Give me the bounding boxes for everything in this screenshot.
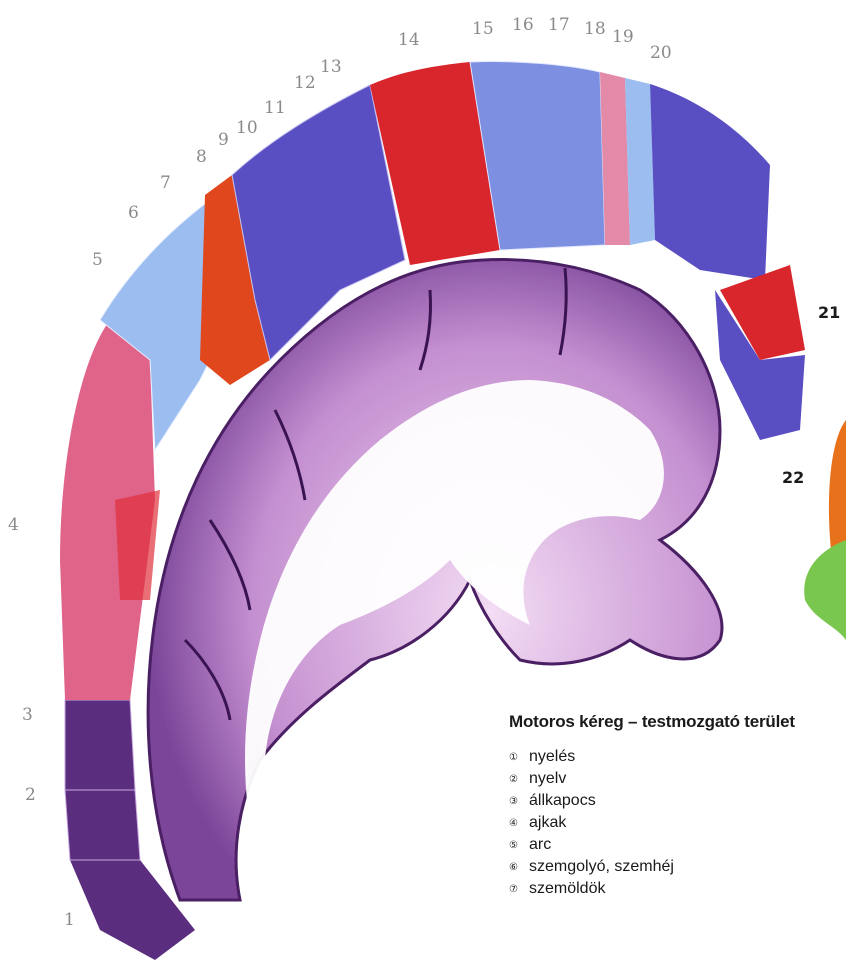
legend-item-label: ajkak <box>529 814 566 831</box>
region-3-segment <box>65 700 135 790</box>
region-number-4: 4 <box>8 515 19 535</box>
legend-item-label: szemgolyó, szemhéj <box>529 858 674 875</box>
legend-item-number: ⑤ <box>509 835 529 856</box>
region-number-11: 11 <box>264 98 286 118</box>
region-number-1: 1 <box>64 910 75 930</box>
region-number-6: 6 <box>128 203 139 223</box>
region-number-5: 5 <box>92 250 103 270</box>
legend-item-number: ② <box>509 769 529 790</box>
region-number-13: 13 <box>320 57 342 77</box>
region-2-segment <box>65 790 140 860</box>
legend-item-label: nyelv <box>529 770 566 787</box>
region-number-2: 2 <box>25 785 36 805</box>
region-number-14: 14 <box>398 30 420 50</box>
region-number-3: 3 <box>22 705 33 725</box>
legend-item-number: ③ <box>509 791 529 812</box>
throat-illustration <box>804 420 846 640</box>
legend-item-label: állkapocs <box>529 792 596 809</box>
region-number-20: 20 <box>650 43 672 63</box>
region-number-10: 10 <box>236 118 258 138</box>
region-number-9: 9 <box>218 130 229 150</box>
legend-item: ①nyelés <box>509 746 846 768</box>
region-number-18: 18 <box>584 19 606 39</box>
region-number-22: 22 <box>782 468 804 487</box>
region-number-17: 17 <box>548 15 570 35</box>
region-18-segment <box>600 72 630 245</box>
region-19-segment <box>625 78 655 245</box>
legend-item: ⑤arc <box>509 834 846 856</box>
legend-item: ⑦szemöldök <box>509 878 846 900</box>
region-number-12: 12 <box>294 73 316 93</box>
legend-item-label: arc <box>529 836 551 853</box>
legend-item-number: ⑦ <box>509 879 529 900</box>
legend-item-number: ⑥ <box>509 857 529 878</box>
legend-item: ⑥szemgolyó, szemhéj <box>509 856 846 878</box>
legend-list: ①nyelés ②nyelv ③állkapocs ④ajkak ⑤arc ⑥s… <box>509 746 846 900</box>
legend-item: ③állkapocs <box>509 790 846 812</box>
region-20-segment <box>650 84 770 280</box>
legend-item-number: ④ <box>509 813 529 834</box>
region-number-8: 8 <box>196 147 207 167</box>
legend-item-number: ① <box>509 747 529 768</box>
region-number-15: 15 <box>472 19 494 39</box>
legend-item: ④ajkak <box>509 812 846 834</box>
legend-item-label: szemöldök <box>529 880 605 897</box>
legend-title: Motoros kéreg – testmozgató terület <box>509 712 846 732</box>
region-number-19: 19 <box>612 27 634 47</box>
region-number-7: 7 <box>160 173 171 193</box>
legend-item: ②nyelv <box>509 768 846 790</box>
region-number-21: 21 <box>818 303 840 322</box>
legend-item-label: nyelés <box>529 748 575 765</box>
region-number-16: 16 <box>512 15 534 35</box>
region-4-red-segment <box>115 490 160 600</box>
legend: Motoros kéreg – testmozgató terület ①nye… <box>509 712 846 900</box>
